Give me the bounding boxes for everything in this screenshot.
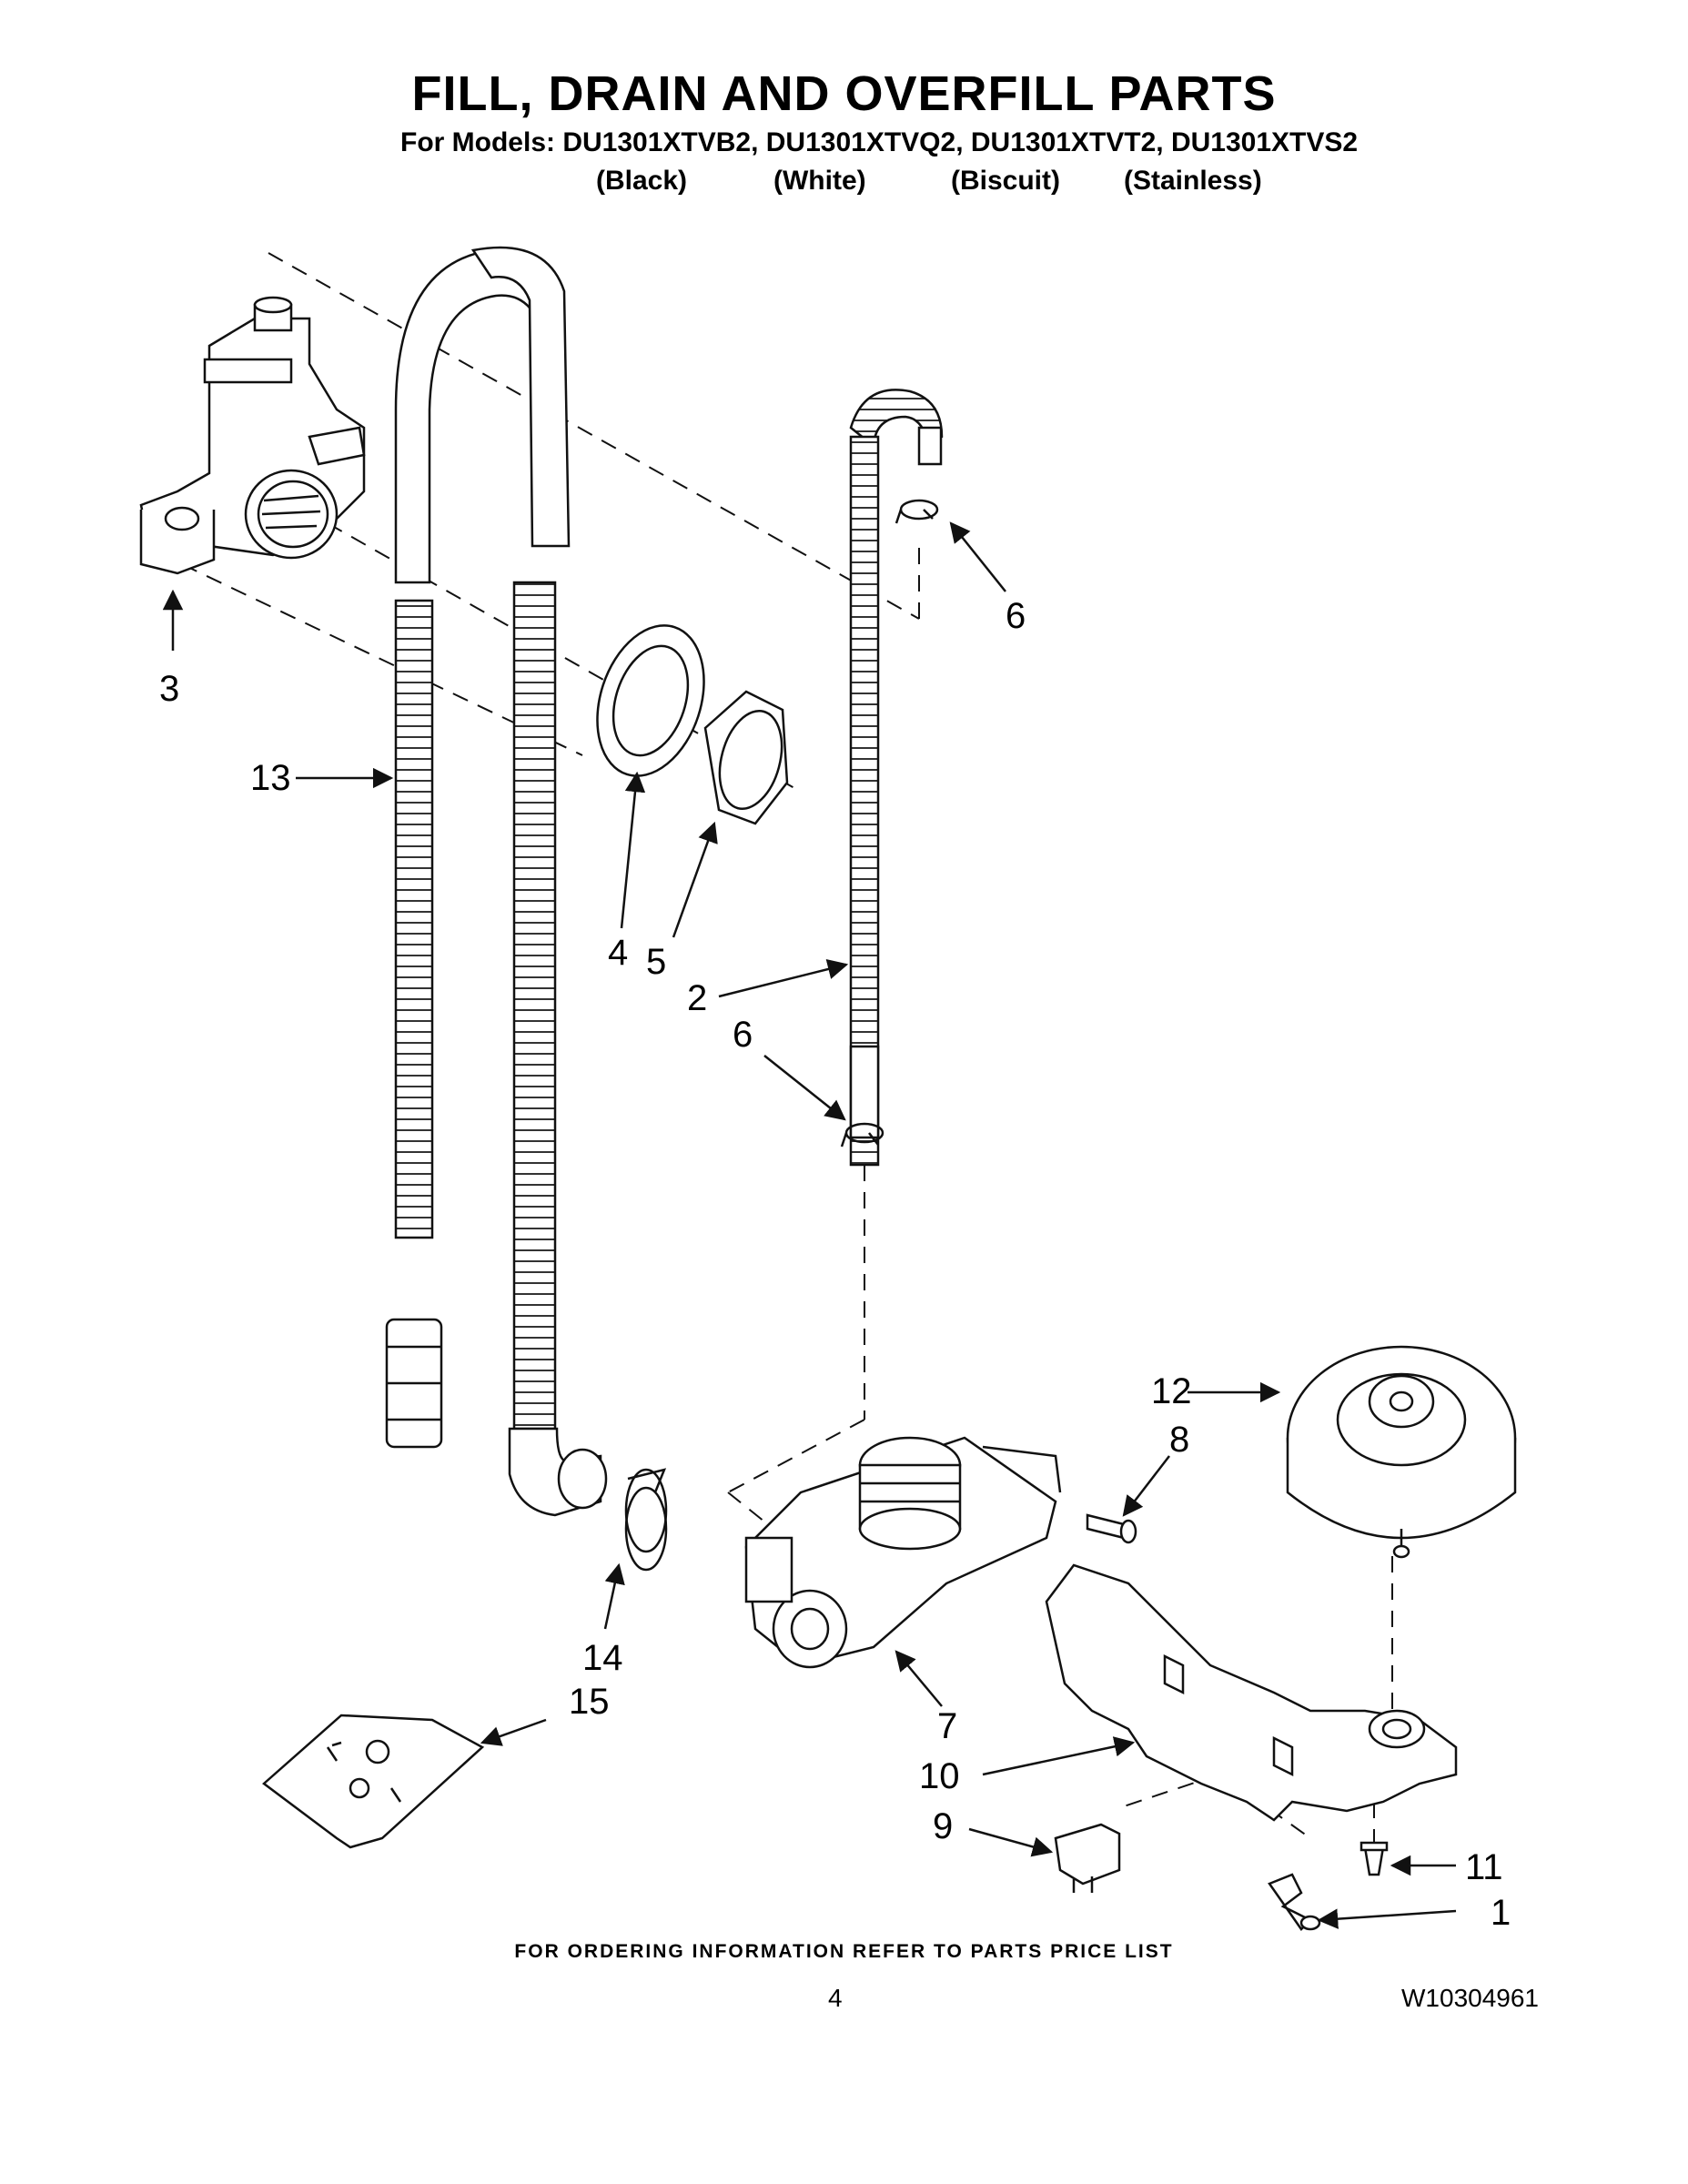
callout-7: 7 <box>937 1706 958 1746</box>
gasket-and-nut <box>596 624 789 825</box>
callout-6-lower: 6 <box>733 1015 753 1055</box>
color-white: (White) <box>773 166 866 196</box>
callout-10: 10 <box>919 1756 960 1796</box>
callout-2: 2 <box>687 978 708 1018</box>
hose-clamp <box>624 1468 668 1572</box>
hose-clamps-6 <box>840 499 939 1148</box>
overfill-switch <box>1054 1823 1121 1893</box>
callout-12: 12 <box>1151 1371 1192 1411</box>
ordering-note: FOR ORDERING INFORMATION REFER TO PARTS … <box>514 1941 1174 1962</box>
callout-8: 8 <box>1169 1420 1190 1460</box>
screw-11 <box>1359 1841 1389 1876</box>
page-title: FILL, DRAIN AND OVERFILL PARTS <box>411 66 1277 121</box>
callout-5: 5 <box>646 942 667 982</box>
models-line: For Models: DU1301XTVB2, DU1301XTVQ2, DU… <box>400 127 1359 157</box>
callout-11: 11 <box>1465 1847 1503 1887</box>
callout-9: 9 <box>933 1806 954 1846</box>
callout-3: 3 <box>159 669 180 709</box>
hardware-bag <box>262 1714 485 1849</box>
drain-hose <box>385 246 608 1517</box>
callout-15: 15 <box>569 1682 610 1722</box>
callout-14: 14 <box>582 1638 623 1678</box>
actuator <box>1268 1873 1321 1931</box>
callout-6-upper: 6 <box>1006 596 1026 636</box>
air-gap-bracket <box>139 296 366 575</box>
callout-13: 13 <box>250 758 291 798</box>
document-number: W10304961 <box>1401 1984 1540 2012</box>
fill-hose <box>849 389 944 1167</box>
float <box>1286 1345 1517 1559</box>
page-number: 4 <box>828 1984 843 2012</box>
leader-lines <box>162 521 1457 1929</box>
color-stainless: (Stainless) <box>1124 166 1262 196</box>
callout-4: 4 <box>608 933 629 973</box>
color-biscuit: (Biscuit) <box>951 166 1060 196</box>
float-switch-bracket <box>1045 1563 1458 1822</box>
fill-valve <box>744 1436 1062 1669</box>
callout-1: 1 <box>1491 1893 1511 1933</box>
screw-8 <box>1086 1513 1137 1544</box>
color-black: (Black) <box>596 166 688 196</box>
